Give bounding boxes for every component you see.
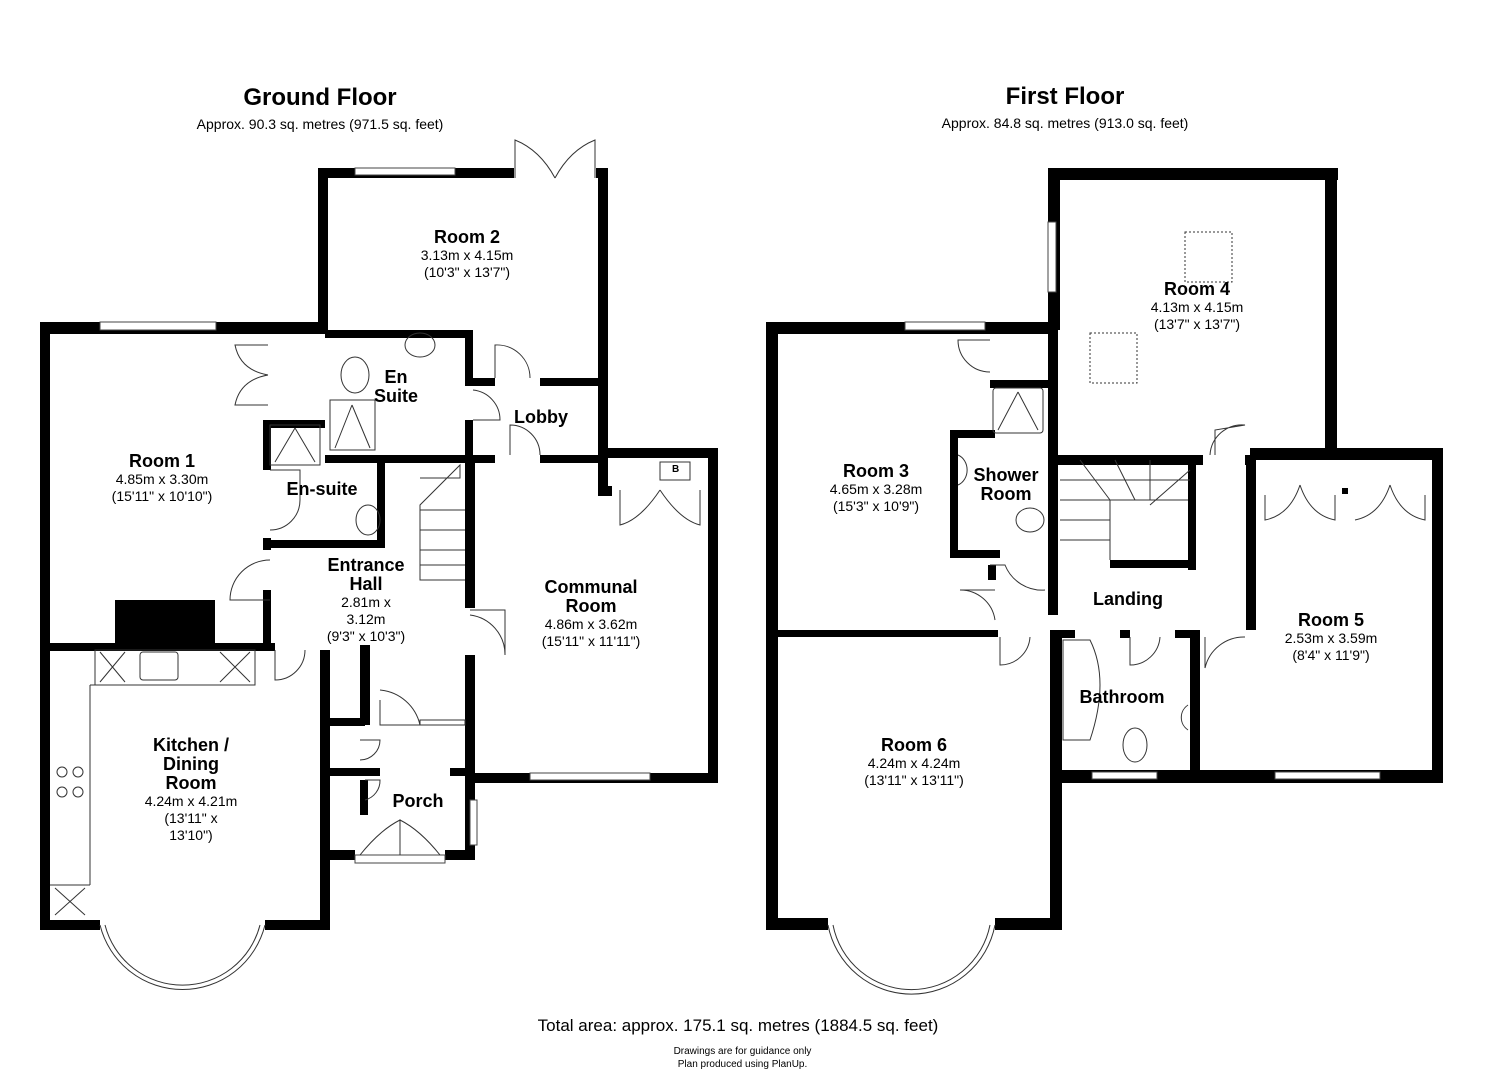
ground-floor-title: Ground Floor xyxy=(243,84,397,111)
room-label-shower-room: Shower Room xyxy=(973,465,1039,504)
disclaimer: Drawings are for guidance only xyxy=(673,1046,812,1057)
room-label-room-6: Room 6 4.24m x 4.24m (13'11" x 13'11") xyxy=(864,735,964,789)
ground-floor-area: Approx. 90.3 sq. metres (971.5 sq. feet) xyxy=(196,116,444,132)
first-floor-fixtures xyxy=(827,231,1426,995)
ground-floor-walls xyxy=(40,167,718,930)
room-label-en-suite-room-1: En-suite xyxy=(286,479,358,499)
ground-floor-fixtures xyxy=(50,139,701,991)
room-label-entrance-hall: Entrance Hall 2.81m x 3.12m (9'3" x 10'3… xyxy=(326,555,406,645)
boiler-label: B xyxy=(672,464,680,475)
room-label-communal-room: Communal Room 4.86m x 3.62m (15'11" x 11… xyxy=(541,577,641,650)
first-floor-title: First Floor xyxy=(1005,83,1125,110)
credit: Plan produced using PlanUp. xyxy=(677,1059,808,1070)
room-label-lobby: Lobby xyxy=(514,407,568,427)
total-area: Total area: approx. 175.1 sq. metres (18… xyxy=(537,1016,939,1035)
room-label-room-5: Room 5 2.53m x 3.59m (8'4" x 11'9") xyxy=(1284,610,1378,664)
room-label-kitchen-dining: Kitchen / Dining Room 4.24m x 4.21m (13'… xyxy=(144,735,238,844)
room-label-en-suite-room-2: En Suite xyxy=(373,367,418,406)
room-label-room-1: Room 1 4.85m x 3.30m (15'11" x 10'10") xyxy=(111,451,213,505)
room-label-bathroom: Bathroom xyxy=(1079,687,1165,707)
room-label-room-4: Room 4 4.13m x 4.15m (13'7" x 13'7") xyxy=(1150,279,1244,333)
first-floor-walls xyxy=(766,168,1443,930)
room-label-room-3: Room 3 4.65m x 3.28m (15'3" x 10'9") xyxy=(829,461,923,515)
room-label-landing: Landing xyxy=(1093,589,1163,609)
first-floor-area: Approx. 84.8 sq. metres (913.0 sq. feet) xyxy=(941,115,1189,131)
room-label-room-2: Room 2 3.13m x 4.15m (10'3" x 13'7") xyxy=(420,227,514,281)
room-label-porch: Porch xyxy=(392,791,444,811)
